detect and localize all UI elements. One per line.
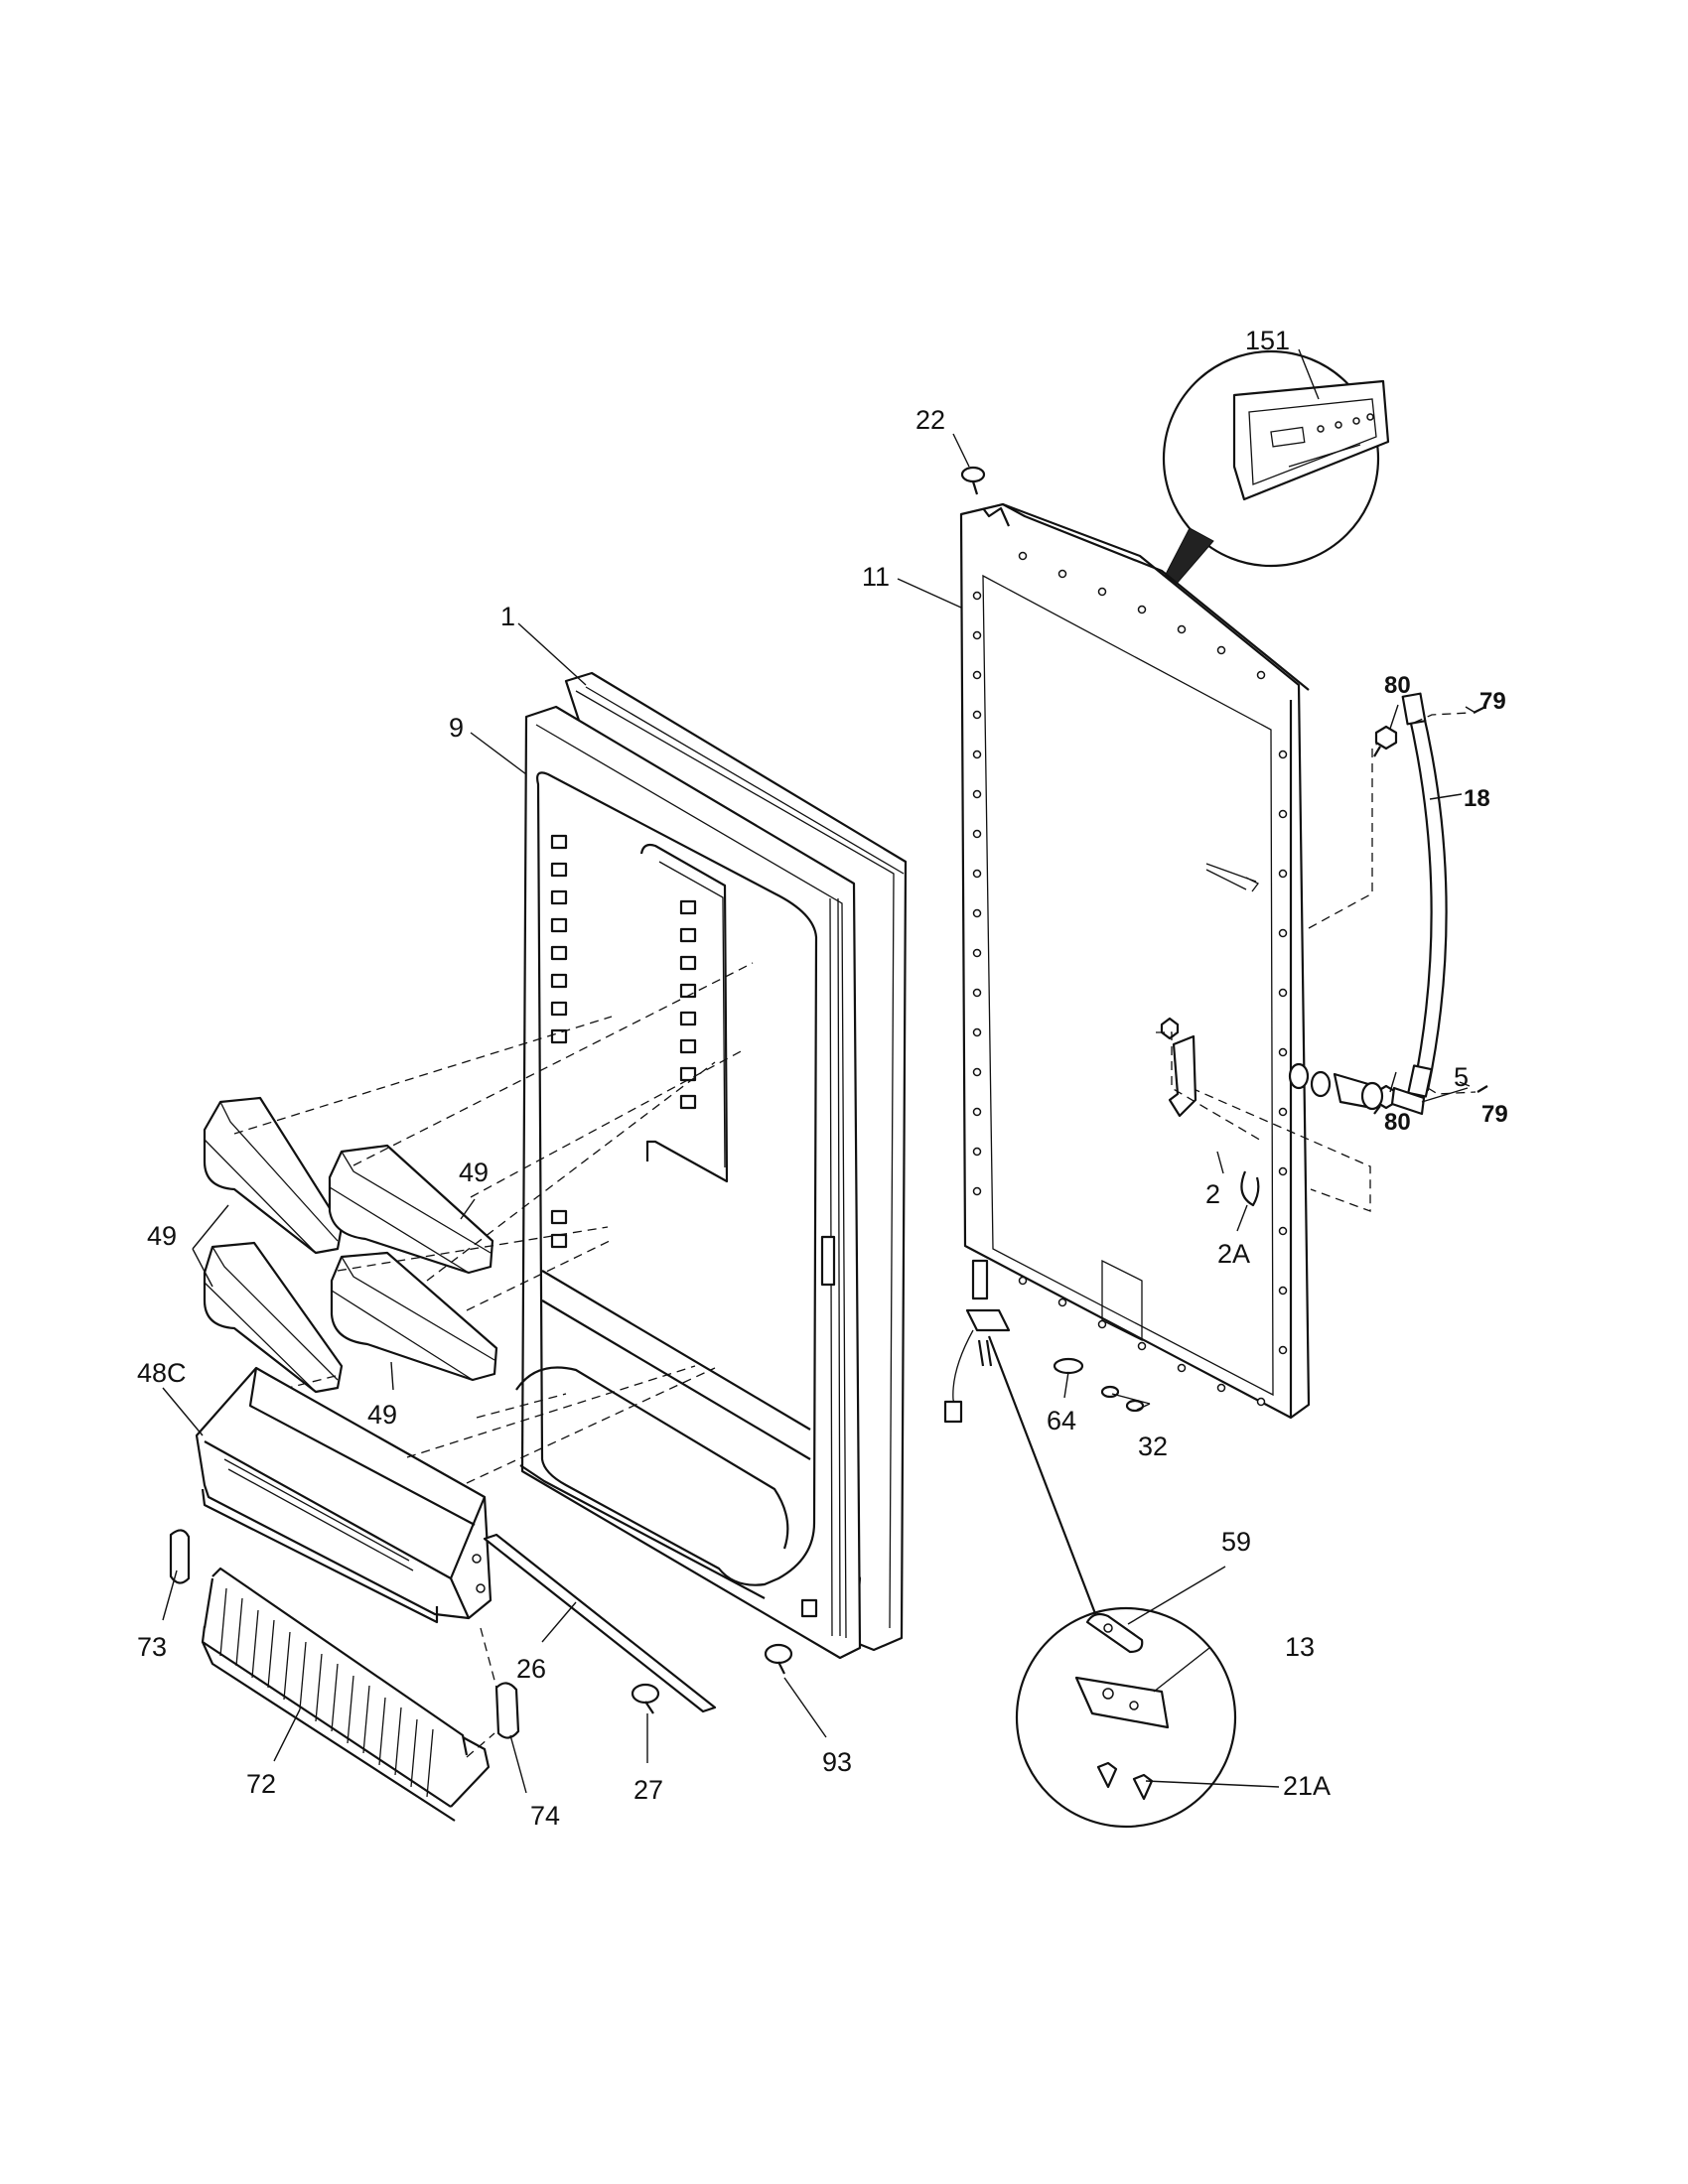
- label-74: 74: [530, 1801, 560, 1831]
- wire-shelf-rods: [219, 1587, 434, 1798]
- shelf-end-cap-left: [169, 1529, 191, 1584]
- shelf-end-cap-right: [466, 1627, 520, 1758]
- label-49-left: 49: [147, 1221, 177, 1251]
- door-handle: [1308, 692, 1477, 1103]
- label-26: 26: [516, 1654, 546, 1684]
- label-80-top: 80: [1384, 672, 1411, 699]
- plug-button: [1053, 1357, 1084, 1375]
- label-21A: 21A: [1283, 1771, 1331, 1801]
- label-1: 1: [500, 602, 515, 631]
- bin-retainer-strip: [483, 1533, 717, 1713]
- label-13: 13: [1285, 1632, 1315, 1662]
- label-27: 27: [633, 1775, 663, 1805]
- door-liner: [515, 705, 862, 1660]
- label-2A: 2A: [1217, 1239, 1250, 1269]
- control-panel-detail: [1159, 349, 1390, 593]
- label-49-bottom: 49: [367, 1400, 397, 1430]
- screw-22: [960, 466, 986, 495]
- hinge-detail: [987, 1335, 1237, 1829]
- label-151: 151: [1245, 326, 1290, 355]
- door-bin-top-right: [328, 1144, 494, 1275]
- label-32: 32: [1138, 1432, 1168, 1461]
- door-bin-top-left: [203, 1096, 344, 1255]
- label-11: 11: [862, 562, 890, 592]
- door-bin-bottom-left: [203, 1241, 344, 1394]
- lower-hinge-assembly: [943, 1259, 1011, 1424]
- set-screw-79-top: [1473, 706, 1486, 714]
- screw-93: [764, 1643, 793, 1675]
- lock-bracket: [1156, 1017, 1264, 1143]
- liner-shelf-pegs: [550, 834, 697, 1249]
- label-18: 18: [1464, 785, 1490, 812]
- lower-door-bin: [195, 1365, 716, 1624]
- screw-27: [631, 1683, 660, 1714]
- part-labels: 151 22 11 1 9 80 79 18 80 79 5 2 2A 49 4…: [137, 326, 1508, 1831]
- label-80-bottom: 80: [1384, 1109, 1411, 1136]
- set-screw-79-bottom: [1477, 1085, 1488, 1093]
- label-5: 5: [1454, 1062, 1469, 1092]
- door-bin-bottom-right: [330, 1251, 498, 1382]
- outer-door-panel: [959, 502, 1311, 1420]
- bumper-washers: [1100, 1385, 1145, 1413]
- wire-shelf: [201, 1567, 491, 1822]
- label-48C: 48C: [137, 1358, 187, 1388]
- label-93: 93: [822, 1747, 852, 1777]
- label-72: 72: [246, 1769, 276, 1799]
- label-49-top-right: 49: [459, 1158, 489, 1187]
- label-64: 64: [1047, 1406, 1076, 1435]
- leader-lines: [162, 348, 1477, 1794]
- panel-holes: [972, 551, 1288, 1407]
- label-79-bottom: 79: [1481, 1101, 1508, 1128]
- label-22: 22: [915, 405, 945, 435]
- label-59: 59: [1221, 1527, 1251, 1557]
- label-79-top: 79: [1479, 688, 1506, 715]
- label-2: 2: [1205, 1179, 1220, 1209]
- label-9: 9: [449, 713, 464, 743]
- bracket-clip: [1240, 1170, 1260, 1207]
- lock-assembly: [1177, 1062, 1426, 1212]
- handle-screw-80-top: [1373, 725, 1398, 757]
- label-73: 73: [137, 1632, 167, 1662]
